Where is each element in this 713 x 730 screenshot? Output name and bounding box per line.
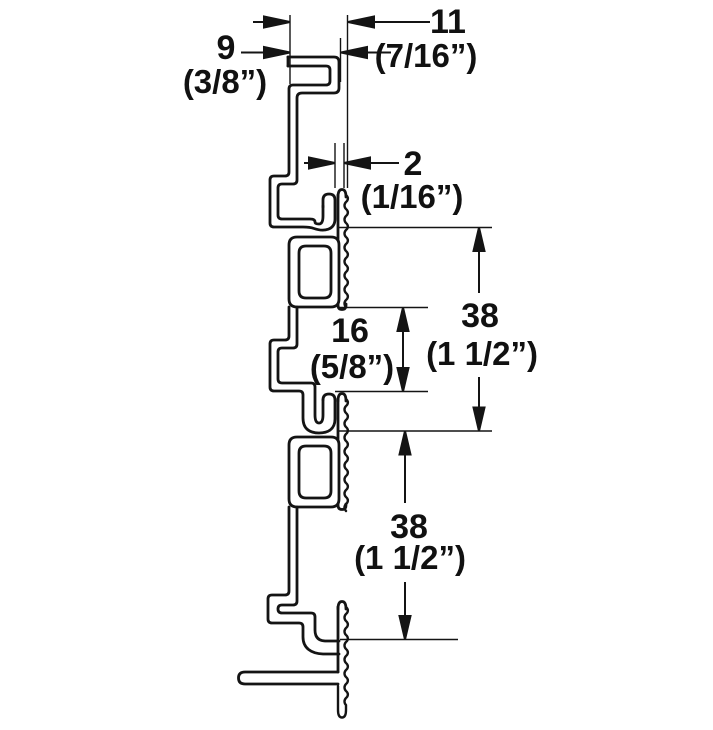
profile-outline [237, 55, 350, 719]
back-wall-2-knurl [343, 397, 350, 513]
label-2-inch: (1/16”) [361, 178, 464, 215]
top-hook-inner [276, 55, 341, 226]
label-38-lower-mm: 38 [390, 508, 428, 546]
back-wall-1-knurl [343, 193, 350, 309]
hook-2-outer [268, 305, 337, 435]
top-hook-outer [268, 64, 337, 232]
box-chamber-2 [287, 435, 341, 509]
back-wall-1-top-cap [336, 188, 348, 199]
dimension-arrows [241, 15, 486, 640]
label-16-inch: (5/8”) [310, 348, 394, 385]
back-wall-2-top-cap [336, 392, 348, 403]
label-2-mm: 2 [404, 145, 423, 183]
back-wall-1-bottom-cap [336, 302, 348, 311]
label-38-upper-inch: (1 1/2”) [426, 335, 538, 372]
box-chamber-2-hole [297, 444, 333, 500]
label-11-mm: 11 [430, 3, 466, 41]
dim-2-arrows [304, 156, 399, 170]
label-11-inch: (7/16”) [375, 37, 478, 74]
dim-11-arrows [253, 15, 430, 29]
bottom-foot-inner [276, 505, 341, 643]
dimension-labels: 11 (7/16”) 9 (3/8”) 2 (1/16”) 16 (5/8”) … [183, 3, 538, 576]
back-wall-2-bottom-cap [336, 502, 348, 511]
label-16-mm: 16 [331, 312, 369, 350]
dim-38-upper-arrows [472, 227, 486, 432]
bottom-foot-outer [266, 505, 341, 656]
dim-16-arrows [396, 307, 410, 392]
dim-9-arrows [241, 45, 391, 60]
box-chamber-1-hole [297, 244, 333, 300]
label-9-mm: 9 [217, 29, 236, 67]
mounting-flange [237, 670, 340, 686]
extension-lines [289, 15, 492, 641]
back-wall-3-knurl [336, 605, 350, 719]
label-38-upper-mm: 38 [461, 297, 499, 335]
hook-2-inner [276, 305, 325, 425]
box-chamber-1 [287, 235, 341, 309]
back-wall-3-top-cap [336, 600, 348, 611]
label-38-lower-inch: (1 1/2”) [354, 539, 466, 576]
dim-38-lower-arrows [398, 430, 412, 640]
label-9-inch: (3/8”) [183, 63, 267, 100]
